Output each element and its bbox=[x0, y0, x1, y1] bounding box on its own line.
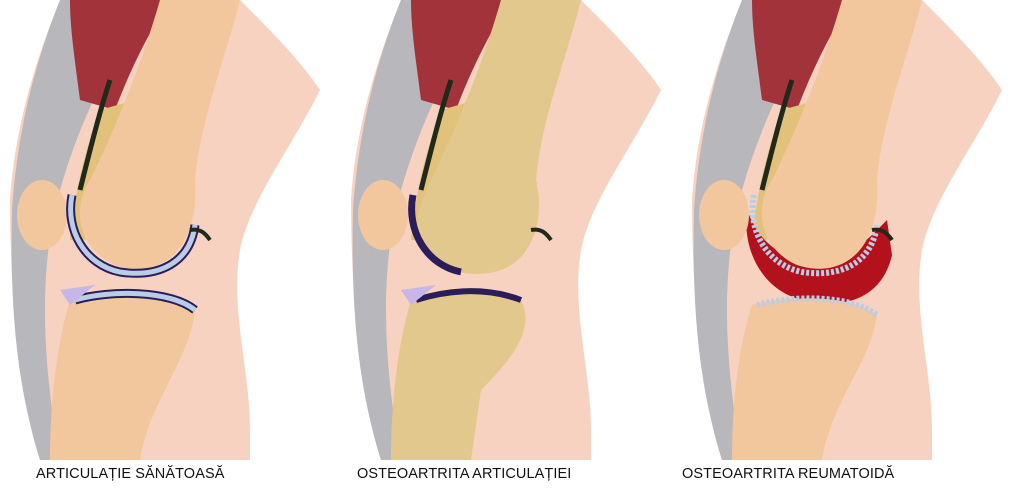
panel-caption: ARTICULAȚIE SĂNĂTOASĂ bbox=[36, 466, 225, 482]
rheumatoid-panel: OSTEOARTRITA REUMATOIDĂ bbox=[682, 0, 1023, 497]
osteoarthritis-panel: OSTEOARTRITA ARTICULAȚIEI bbox=[341, 0, 682, 497]
rheumatoid-knee-illustration bbox=[692, 0, 1002, 460]
panel-caption: OSTEOARTRITA REUMATOIDĂ bbox=[682, 466, 895, 482]
osteoarthritis-knee-illustration bbox=[351, 0, 661, 460]
healthy-joint-panel: ARTICULAȚIE SĂNĂTOASĂ bbox=[0, 0, 341, 497]
panel-caption: OSTEOARTRITA ARTICULAȚIEI bbox=[357, 466, 572, 482]
healthy-knee-illustration bbox=[10, 0, 320, 460]
